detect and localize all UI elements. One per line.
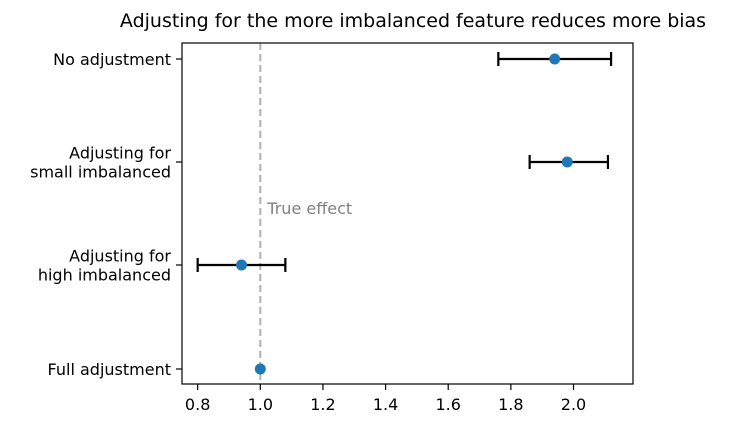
y-tick-label: Adjusting for xyxy=(69,247,171,266)
chart-title: Adjusting for the more imbalanced featur… xyxy=(120,10,706,32)
x-tick-label: 1.2 xyxy=(310,395,335,414)
y-tick-label: No adjustment xyxy=(53,50,171,69)
data-point xyxy=(236,259,248,271)
axes-frame xyxy=(181,42,634,385)
data-point xyxy=(549,53,561,65)
x-tick-label: 1.4 xyxy=(373,395,398,414)
x-tick-label: 2.0 xyxy=(561,395,586,414)
y-tick-label: Adjusting for xyxy=(69,144,171,163)
reference-label: True effect xyxy=(266,199,352,218)
x-tick-label: 0.8 xyxy=(185,395,210,414)
data-point xyxy=(254,363,266,375)
data-point xyxy=(561,156,573,168)
x-tick-label: 1.6 xyxy=(435,395,460,414)
y-tick-label: small imbalanced xyxy=(30,163,171,182)
y-tick-label: high imbalanced xyxy=(38,266,171,285)
y-tick-label: Full adjustment xyxy=(48,360,171,379)
x-tick-label: 1.0 xyxy=(248,395,273,414)
x-tick-label: 1.8 xyxy=(498,395,523,414)
